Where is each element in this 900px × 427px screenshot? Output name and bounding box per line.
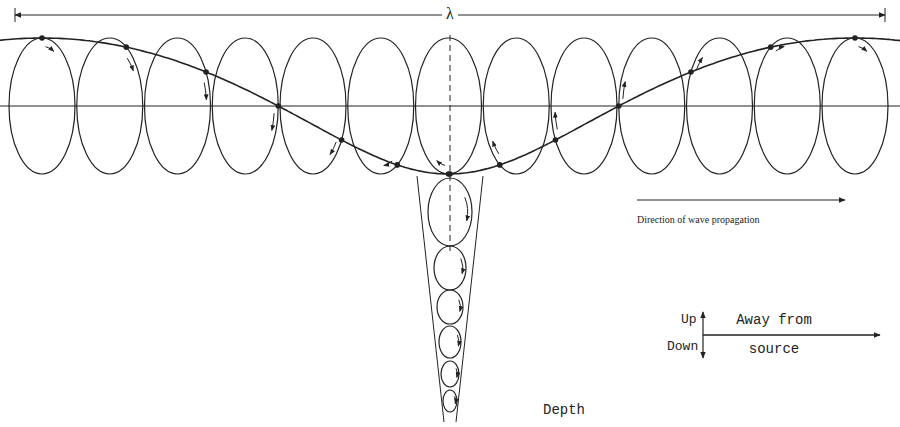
deep-orbit-ellipse <box>439 326 461 358</box>
orbit-figure <box>0 8 900 422</box>
motion-arrow <box>623 82 625 99</box>
dimension-tick <box>15 8 16 22</box>
motion-arrow <box>555 112 557 129</box>
motion-arrow <box>457 335 458 346</box>
axis-label: Away from source <box>718 306 830 364</box>
wavelength-label: λ <box>442 5 458 23</box>
orbit-ellipse <box>212 38 278 174</box>
orbit-ellipse <box>619 38 685 174</box>
motion-arrow <box>461 259 463 274</box>
motion-arrow <box>456 368 457 377</box>
orbit-ellipse <box>416 38 482 174</box>
deep-orbit-ellipse <box>434 246 466 290</box>
orbit-ellipse <box>145 38 211 174</box>
deep-orbit-ellipse <box>428 178 472 246</box>
motion-arrow <box>46 47 54 52</box>
orbit-ellipse <box>687 38 753 174</box>
water-particle <box>394 162 400 168</box>
water-particle <box>768 44 774 50</box>
water-particle <box>553 137 559 143</box>
water-particle <box>339 137 345 143</box>
water-particle <box>852 35 858 41</box>
horizontal-axis-arrow <box>703 334 880 336</box>
orbit-ellipse <box>551 38 617 174</box>
motion-arrow <box>272 113 274 130</box>
water-particle <box>275 103 281 109</box>
motion-arrow <box>493 141 499 154</box>
deep-orbit-ellipse <box>437 290 463 324</box>
motion-arrow <box>437 161 445 166</box>
motion-arrow <box>454 396 456 404</box>
motion-arrow <box>127 58 133 71</box>
propagation-arrow <box>637 200 845 201</box>
deep-orbit-ellipse <box>441 361 459 387</box>
orbit-ellipse <box>822 38 888 174</box>
motion-arrow <box>459 300 461 312</box>
water-particle <box>203 69 209 75</box>
orbit-ellipse <box>9 38 75 174</box>
water-particle <box>688 69 694 75</box>
deep-orbit-ellipse <box>443 390 457 412</box>
dimension-tick <box>885 8 886 22</box>
water-particle <box>616 103 622 109</box>
decay-envelope <box>456 176 483 422</box>
motion-arrow <box>859 47 867 52</box>
motion-arrow <box>204 83 206 100</box>
water-particle <box>497 162 503 168</box>
decay-envelope <box>417 176 444 422</box>
orbit-ellipse <box>280 38 346 174</box>
motion-arrow <box>330 142 336 155</box>
motion-arrow <box>384 161 392 166</box>
orbit-ellipse <box>754 38 820 174</box>
axis-label: Up <box>681 312 697 327</box>
motion-arrow <box>696 58 702 71</box>
propagation-label: Direction of wave propagation <box>637 214 759 225</box>
motion-arrow <box>776 47 784 52</box>
orbit-ellipse <box>348 38 414 174</box>
center-dashed-line <box>450 35 451 255</box>
water-particle <box>39 35 45 41</box>
orbit-ellipse <box>483 38 549 174</box>
motion-arrow <box>465 197 468 221</box>
depth-label: Depth <box>543 402 585 418</box>
water-particle <box>447 171 453 177</box>
orbit-ellipse <box>77 38 143 174</box>
axis-label: Down <box>667 339 698 354</box>
water-particle <box>123 44 129 50</box>
